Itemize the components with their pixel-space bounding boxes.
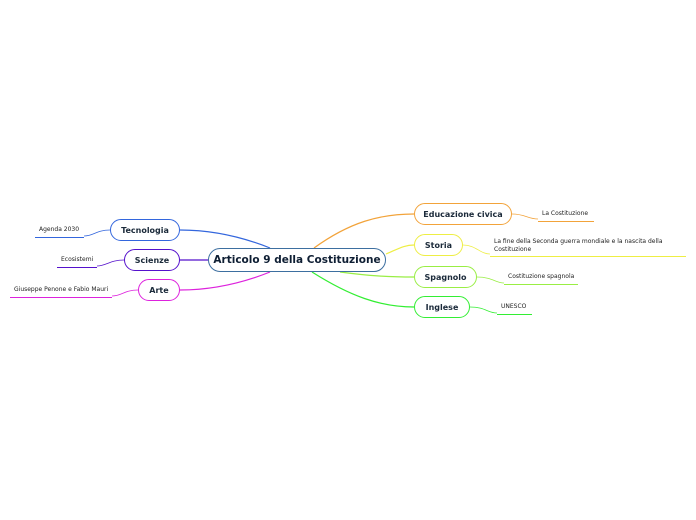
- connector-tecnologia: [179, 229, 271, 249]
- topic-scienze[interactable]: Scienze: [124, 249, 180, 271]
- leaf-link-arte: [111, 289, 139, 297]
- leaf-link-storia: [462, 244, 491, 255]
- topic-spagnolo[interactable]: Spagnolo: [414, 266, 477, 288]
- subtopic-penone-mauri[interactable]: Giuseppe Penone e Fabio Mauri: [10, 286, 112, 298]
- topic-storia[interactable]: Storia: [414, 234, 463, 256]
- subtopic-costituzione-spagnola[interactable]: Costituzione spagnola: [504, 273, 578, 285]
- subtopic-la-costituzione[interactable]: La Costituzione: [538, 210, 594, 222]
- leaf-link-spagnolo: [476, 276, 505, 284]
- subtopic-agenda-2030[interactable]: Agenda 2030: [35, 226, 84, 238]
- leaf-link-educazione: [511, 213, 539, 220]
- subtopic-ecosistemi[interactable]: Ecosistemi: [57, 256, 97, 268]
- leaf-link-scienze: [96, 259, 125, 267]
- connector-arte: [179, 271, 271, 291]
- subtopic-fine-seconda-guerra[interactable]: La fine della Seconda guerra mondiale e …: [490, 238, 686, 257]
- connector-educazione: [313, 213, 415, 249]
- central-topic[interactable]: Articolo 9 della Costituzione: [208, 248, 386, 272]
- connector-spagnolo: [339, 271, 415, 278]
- topic-tecnologia[interactable]: Tecnologia: [110, 219, 180, 241]
- connector-storia: [385, 244, 415, 255]
- leaf-link-inglese: [469, 306, 498, 314]
- leaf-link-tecnologia: [83, 229, 111, 237]
- connector-inglese: [311, 271, 415, 308]
- topic-arte[interactable]: Arte: [138, 279, 180, 301]
- topic-inglese[interactable]: Inglese: [414, 296, 470, 318]
- subtopic-unesco[interactable]: UNESCO: [497, 303, 532, 315]
- topic-educazione-civica[interactable]: Educazione civica: [414, 203, 512, 225]
